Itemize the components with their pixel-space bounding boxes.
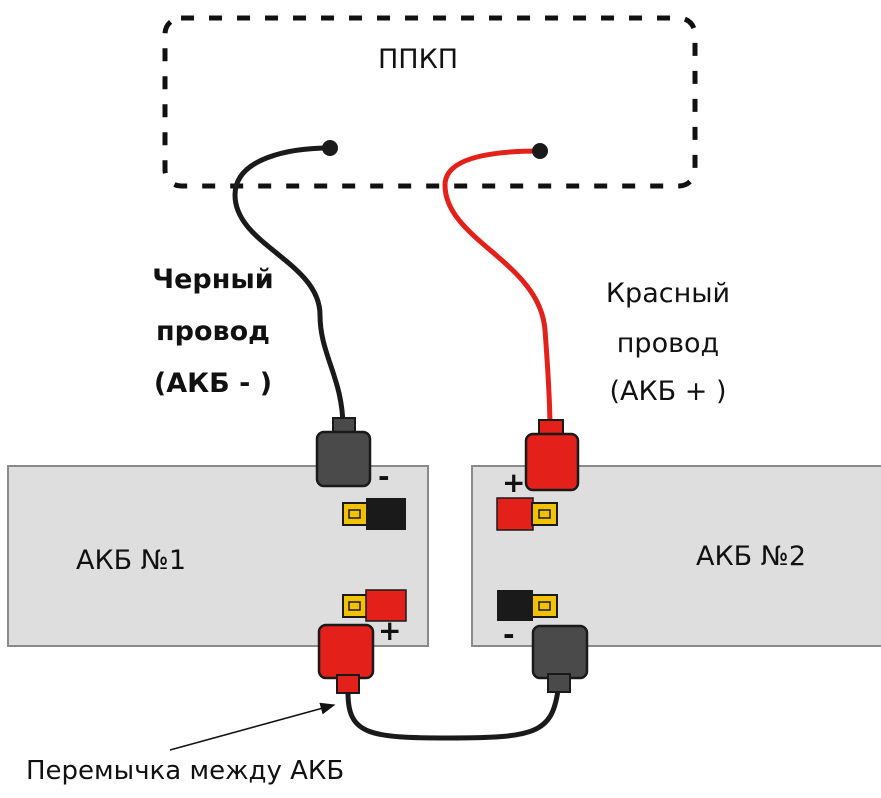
battery1-plus-terminal — [342, 589, 407, 622]
battery2-minus-sign: - — [503, 618, 515, 651]
battery-2-body — [471, 465, 881, 647]
jumper-label: Перемычка между АКБ — [26, 756, 345, 786]
battery-1-body — [7, 465, 429, 647]
battery2-plus-sign: + — [502, 466, 526, 499]
battery1-minus-sign: - — [378, 460, 390, 493]
jumper-wire — [345, 689, 561, 741]
battery2-label: АКБ №2 — [696, 541, 807, 572]
black-connector-battery2-minus — [531, 624, 589, 693]
black-wire — [232, 145, 346, 429]
black-wire-label-line1: Черный — [152, 264, 274, 295]
battery1-label: АКБ №1 — [76, 545, 187, 576]
battery1-plus-sign: + — [378, 614, 402, 647]
panel-box — [162, 15, 698, 189]
red-wire — [442, 148, 553, 431]
battery2-plus-terminal — [496, 497, 558, 531]
panel-label: ППКП — [378, 44, 459, 75]
red-connector-battery2-plus — [524, 419, 580, 492]
black-wire-label-line2: провод — [156, 316, 270, 347]
battery2-minus-terminal — [497, 590, 558, 621]
red-wire-label-line3: (АКБ + ) — [609, 376, 727, 407]
red-wire-terminal-point — [532, 143, 548, 159]
red-wire-label-line2: провод — [616, 328, 720, 359]
black-connector-battery1-minus — [315, 417, 372, 488]
black-wire-terminal-point — [322, 140, 338, 156]
red-wire-label-line1: Красный — [605, 278, 731, 309]
red-connector-battery1-plus — [317, 623, 375, 694]
battery1-minus-terminal — [342, 498, 406, 530]
black-wire-label-line3: (АКБ - ) — [153, 368, 273, 399]
jumper-label-arrow — [169, 702, 336, 751]
